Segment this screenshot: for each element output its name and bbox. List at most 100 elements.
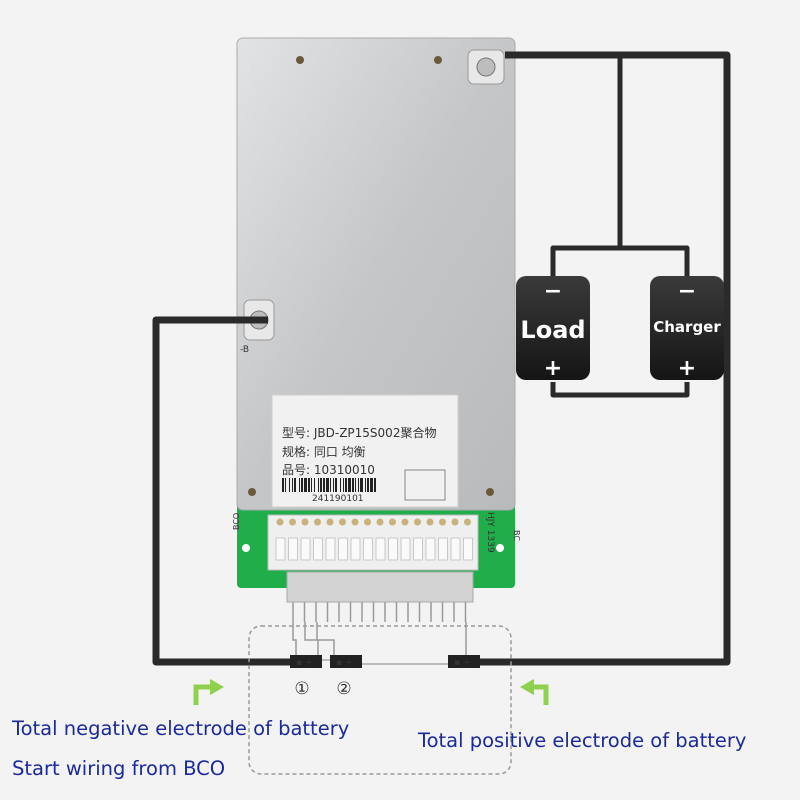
connector-pin [326,518,334,526]
caption-negative: Total negative electrode of battery [11,717,349,740]
barcode-bar [289,478,290,492]
barcode-bar [370,478,373,492]
b-plus-terminal [467,49,505,85]
barcode-bar [304,478,307,492]
barcode-bar [333,478,334,492]
label-spec: 规格: 同口 均衡 [282,444,366,459]
silk-code: HJY 1339 [485,512,495,553]
barcode [282,478,376,492]
barcode-number: 241190101 [312,494,364,504]
mount-screw [486,488,494,496]
start-arrow-icon [193,679,224,705]
barcode-bar [352,478,354,492]
barcode-bar [374,478,376,492]
connector-slot [313,537,323,561]
connector-slot [425,537,436,561]
connector-slot [325,537,336,561]
caption-positive: Total positive electrode of battery [417,729,746,752]
connector-pin [464,518,471,526]
barcode-bar [326,478,329,492]
barcode-bar [348,478,351,492]
silk-right: BC [512,530,521,541]
silk-left: BCO [232,513,241,530]
barcode-bar [301,478,303,492]
sense-lead [292,622,297,655]
barcode-bar [335,478,337,492]
caption-start: Start wiring from BCO [12,757,225,780]
load-label: Load [520,316,585,344]
connector-pin [314,518,321,526]
main-wires [152,51,731,666]
barcode-bar [340,478,341,492]
barcode-bar [323,478,325,492]
device-bottom-wire [550,382,690,398]
load-device: − Load + [516,276,590,381]
connector-slot [400,537,411,561]
connector-slot [375,537,386,561]
barcode-bar [308,478,310,492]
connector-pin [451,518,459,526]
sense-lead [304,622,319,655]
pcb-hole [496,544,504,552]
connector-slot [288,537,298,561]
barcode-bar [285,478,286,492]
connector-pin [439,518,446,526]
end-arrow-icon [520,679,549,705]
mount-screw [296,56,304,64]
connector-slot [413,537,423,561]
label-model: 型号: JBD-ZP15S002聚合物 [282,425,436,440]
barcode-bar [365,478,366,492]
battery-cell-1: ▪ + [290,655,322,668]
battery-cell-2: ▪ + [330,655,362,668]
charger-label: Charger [653,318,721,336]
connector-slot [463,537,473,561]
connector-pins [275,518,473,561]
heatsink-plate [236,37,516,511]
connector-pin [376,518,384,526]
charger-top-wire [620,245,690,280]
barcode-bar [299,478,300,492]
barcode-bar [311,478,312,492]
cell-links [322,659,448,665]
pcb-hole [242,544,250,552]
connector-slot [350,537,361,561]
connector-slot [450,537,461,561]
connector-pin [301,518,309,526]
connector-pin [389,518,396,526]
connector-pin [414,518,421,526]
connector-slot [363,537,373,561]
connector-slot [388,537,398,561]
connector-pin [339,518,346,526]
barcode-bar [367,478,369,492]
mount-screw [434,56,442,64]
cell-marker-1: ① [294,679,309,699]
battery-cell-last: ▪ + [448,655,480,668]
load-minus: − [544,279,562,304]
sense-lead [316,622,335,655]
b-minus-mark: -B [240,345,249,355]
barcode-bar [282,478,284,492]
connector-pin [276,518,284,526]
connector-pin [364,518,371,526]
svg-text:▪ +: ▪ + [336,658,353,668]
charger-device: − Charger + [650,276,724,381]
svg-text:▪ +: ▪ + [296,658,313,668]
charger-plus: + [678,356,696,381]
charger-minus: − [678,279,696,304]
balance-connector [267,514,479,655]
connector-slot [300,537,311,561]
barcode-bar [355,478,356,492]
connector-pin [351,518,359,526]
negative-wire [152,316,292,666]
product-label: 型号: JBD-ZP15S002聚合物 规格: 同口 均衡 品号: 103100… [271,394,459,508]
barcode-bar [314,478,315,492]
barcode-bar [360,478,363,492]
barcode-bar [294,478,296,492]
positive-wire [480,51,731,666]
connector-pin [289,518,296,526]
svg-text:▪ +: ▪ + [454,658,471,668]
connector-pin [401,518,409,526]
barcode-bar [358,478,359,492]
barcode-bar [330,478,331,492]
connector-slot [338,537,348,561]
